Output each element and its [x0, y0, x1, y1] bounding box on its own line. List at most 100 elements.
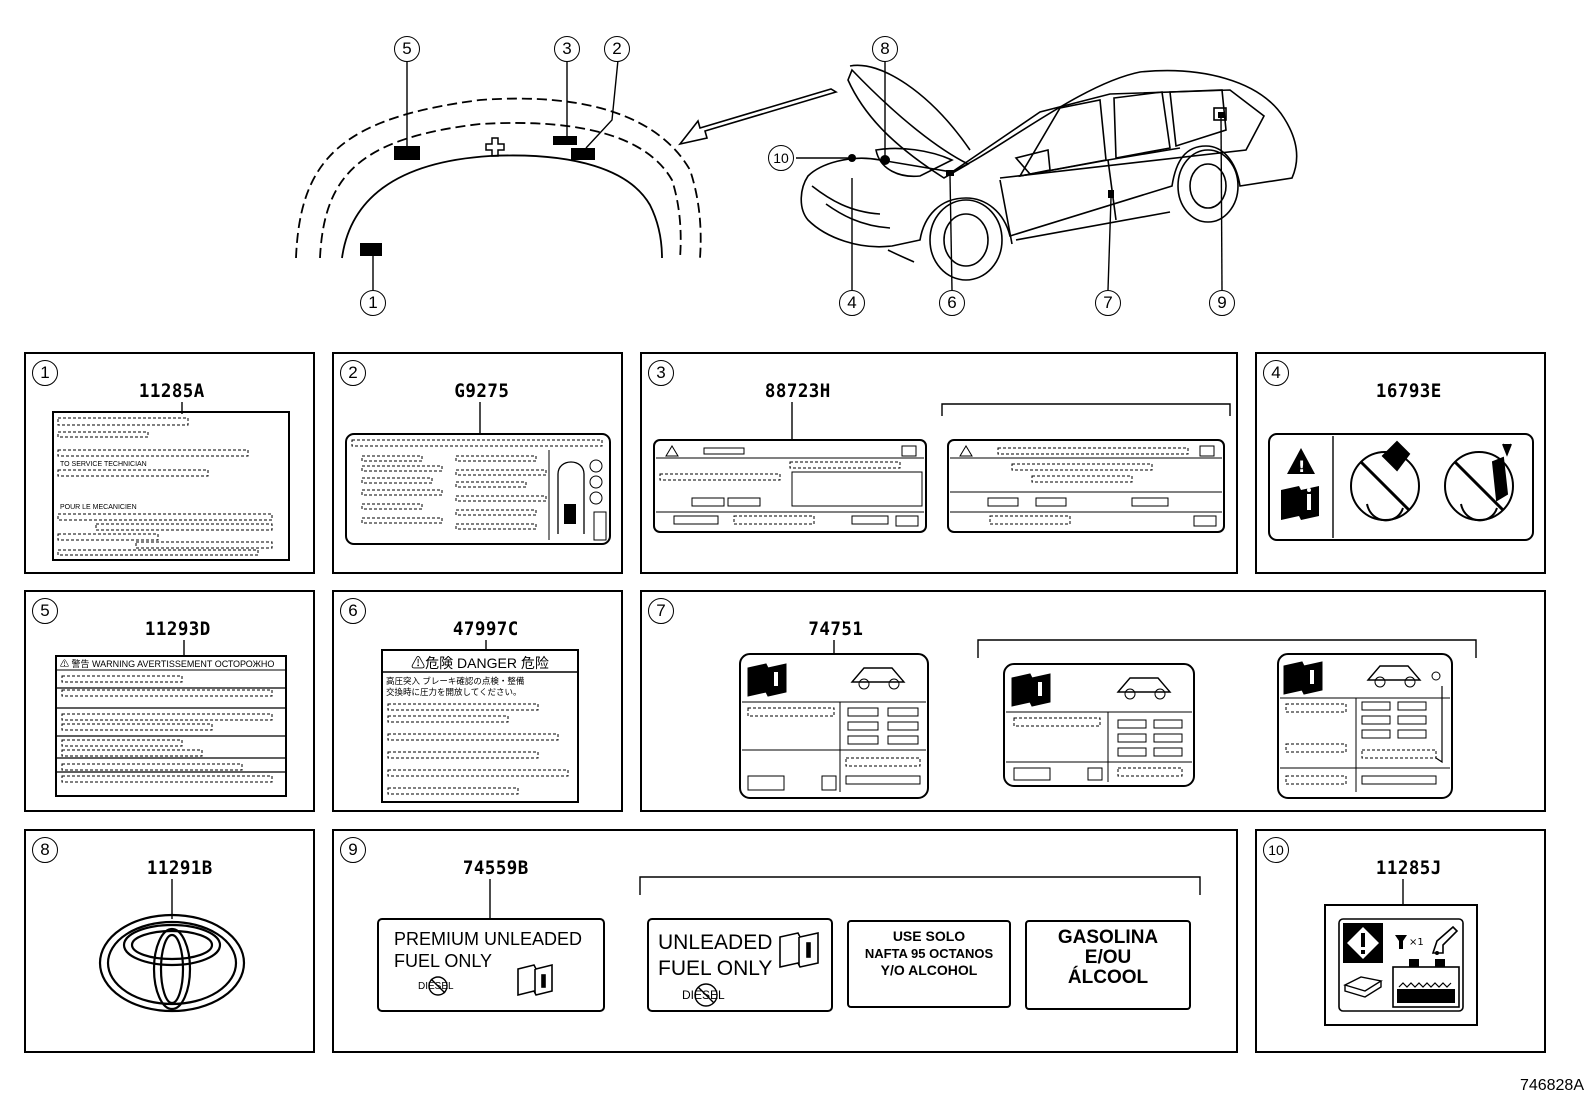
callout-7: 7: [1095, 290, 1121, 316]
panel-2: 2 G9275: [332, 352, 623, 574]
panel-badge: 5: [32, 598, 58, 624]
car-label-marks: [848, 112, 1224, 198]
callout-6: 6: [939, 290, 965, 316]
direction-arrow: [677, 88, 838, 146]
label-drawing: PREMIUM UNLEADED FUEL ONLY DIESEL UNLEAD…: [377, 876, 1201, 1012]
hood-center-mark: [485, 137, 505, 157]
label-drawing: ⚠危険 DANGER 危险 高圧突入 ブレーキ確認の点検・整備 交換時に圧力を開…: [381, 640, 579, 803]
reservoir-icon: [1392, 959, 1460, 1008]
label-mark-7: [1108, 190, 1114, 198]
danger-line1: 高圧突入 ブレーキ確認の点検・整備: [386, 676, 525, 686]
part-number: 74751: [808, 618, 864, 640]
panel-badge: 7: [648, 598, 674, 624]
fuel-text: ÁLCOOL: [1068, 966, 1149, 988]
fuel-text: FUEL ONLY: [394, 951, 492, 971]
label-drawing: TO SERVICE TECHNICIAN POUR LE MECANICIEN: [52, 402, 290, 561]
label-mark-1: [360, 243, 382, 256]
fuel-label-nafta: USE SOLO NAFTA 95 OCTANOS Y/O ALCOHOL: [847, 920, 1011, 1008]
panel-badge: 8: [32, 837, 58, 863]
panel-badge: 2: [340, 360, 366, 386]
no-diesel-icon: [428, 976, 448, 996]
part-number: 16793E: [1375, 380, 1442, 402]
callout-8: 8: [872, 36, 898, 62]
fuel-text: GASOLINA: [1058, 927, 1159, 948]
label-drawing: !: [1268, 433, 1534, 541]
fuel-text: Y/O ALCOHOL: [881, 962, 978, 978]
panel-10: 10 11285J ×1: [1255, 829, 1546, 1053]
hood-inner-view: [295, 97, 702, 259]
label-mark-3: [553, 136, 577, 145]
panel-badge: 4: [1263, 360, 1289, 386]
label-mark-9: [1218, 112, 1224, 118]
callout-10: 10: [768, 145, 794, 171]
car-leader-lines: [796, 60, 1223, 291]
fuel-text: NAFTA 95 OCTANOS: [865, 946, 994, 961]
manual-icon: [517, 963, 553, 997]
callout-9: 9: [1209, 290, 1235, 316]
panel-num: 7: [656, 601, 666, 620]
callout-label: 8: [880, 39, 890, 58]
fuel-label-unleaded: UNLEADED FUEL ONLY DIESEL: [647, 918, 833, 1012]
callout-2: 2: [604, 36, 630, 62]
warning-icon: [1287, 448, 1315, 474]
manual-book-icon: [1343, 976, 1383, 998]
label-mark-5: [394, 146, 420, 160]
part-number: G9275: [454, 380, 510, 402]
panel-num: 9: [348, 840, 358, 859]
panel-4: 4 16793E !: [1255, 352, 1546, 574]
fuel-text: E/OU: [1085, 947, 1131, 968]
label-drawing: [653, 402, 1231, 533]
label-drawing: ⚠ 警告 WARNING AVERTISSEMENT ОСТОРОЖНО: [55, 640, 287, 797]
label-drawing: [345, 402, 611, 545]
hood-leader-lines: [372, 59, 619, 290]
manual-icon: [1281, 486, 1319, 520]
panel-badge: 3: [648, 360, 674, 386]
panel-num: 8: [40, 840, 50, 859]
tire-label-c: [1277, 653, 1453, 799]
label-drawing: ×1: [1324, 879, 1478, 1026]
panel-5: 5 11293D ⚠ 警告 WARNING AVERTISSEMENT ОСТО…: [24, 590, 315, 812]
label-text-line2: TO SERVICE TECHNICIAN: [60, 461, 147, 468]
hood-label-marks: [360, 136, 595, 256]
panel-badge: 10: [1263, 837, 1289, 863]
label-mark-2: [571, 148, 595, 160]
label-text-line1: POUR LE MECANICIEN: [60, 504, 137, 511]
callout-label: 4: [847, 293, 857, 312]
part-number: 47997C: [452, 618, 519, 640]
caution-icon: [1343, 923, 1383, 963]
part-number: 74559B: [462, 857, 529, 879]
panel-9: 9 74559B PREMIUM UNLEADED FUEL ONLY DIES…: [332, 829, 1238, 1053]
part-number: 11293D: [144, 618, 211, 640]
callout-label: 6: [947, 293, 957, 312]
danger-line2: 交換時に圧力を開放してください。: [386, 687, 522, 697]
panel-num: 3: [656, 363, 666, 382]
callout-4: 4: [839, 290, 865, 316]
no-spray-icon: [1444, 443, 1514, 522]
callout-label: 9: [1217, 293, 1227, 312]
toyota-emblem: [98, 879, 246, 1013]
fuel-text: FUEL ONLY: [658, 957, 772, 980]
diagram-id: 746828A: [1519, 1077, 1584, 1094]
callout-label: 3: [562, 39, 572, 58]
times-one: ×1: [1409, 937, 1424, 948]
callout-1: 1: [360, 290, 386, 316]
callout-label: 2: [612, 39, 622, 58]
fuel-label-gasolina: GASOLINA E/OU ÁLCOOL: [1025, 920, 1191, 1010]
fuel-text: UNLEADED: [658, 931, 772, 954]
part-number: 88723H: [764, 380, 831, 402]
fluid-icon: ×1: [1395, 925, 1459, 955]
panel-6: 6 47997C ⚠危険 DANGER 危险 高圧突入 ブレーキ確認の点検・整備…: [332, 590, 623, 812]
part-number: 11285A: [138, 380, 205, 402]
diesel-text: DIESEL: [682, 988, 725, 1002]
callout-label: 10: [773, 150, 789, 166]
callout-label: 7: [1103, 293, 1113, 312]
callout-5: 5: [394, 36, 420, 62]
car-illustration: [800, 64, 1298, 281]
part-number: 11285J: [1375, 857, 1442, 879]
panel-num: 2: [348, 363, 358, 382]
danger-header: ⚠危険 DANGER 危险: [411, 655, 549, 671]
panel-num: 6: [348, 601, 358, 620]
svg-text:!: !: [1298, 457, 1305, 476]
part-number: 11291B: [146, 857, 213, 879]
panel-num: 4: [1271, 363, 1281, 382]
